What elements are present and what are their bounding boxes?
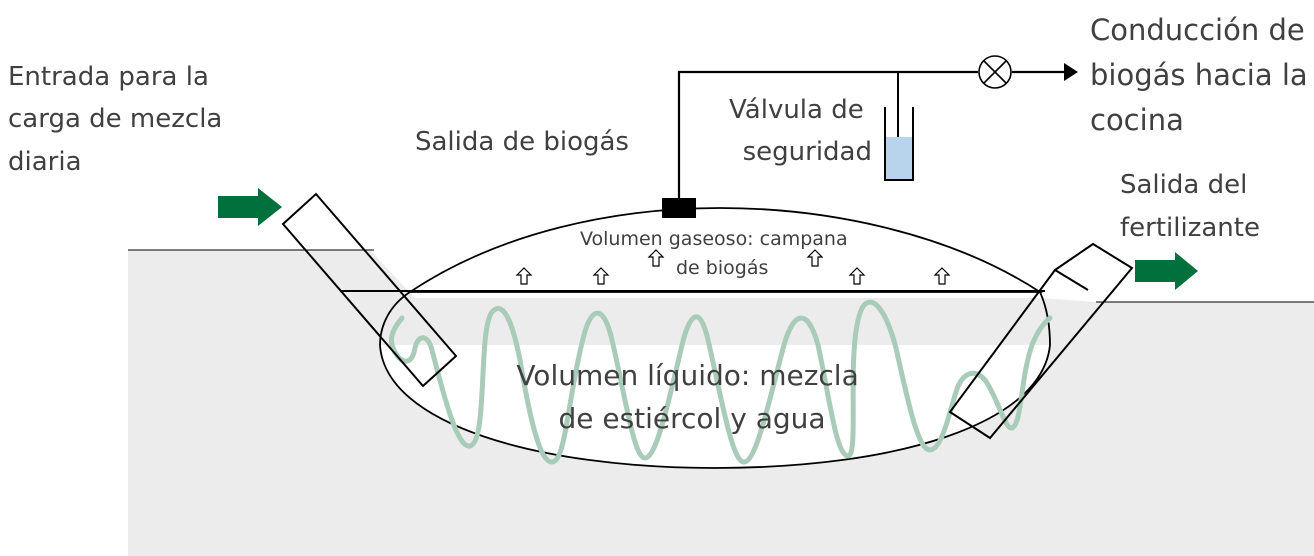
label-liquid-volume-line-2: de estiércol y agua xyxy=(558,402,825,435)
inlet-green-arrow-icon xyxy=(218,188,282,226)
outlet-pipe-inner xyxy=(1054,269,1089,291)
label-safety-valve-line-2: seguridad xyxy=(743,137,872,167)
label-safety-valve-line-1: Válvula de xyxy=(729,95,864,125)
label-gas-outlet: Salida de biogás xyxy=(415,127,629,157)
label-gas-volume: Volumen gaseoso: campana de biogás xyxy=(580,228,854,279)
up-outline-arrow-icon xyxy=(515,267,533,285)
label-conduction-line-2: biogás hacia la xyxy=(1090,58,1308,92)
up-outline-arrow-icon xyxy=(647,249,665,267)
gas-pipe xyxy=(677,70,978,198)
up-outline-arrow-icon xyxy=(933,267,951,285)
label-inlet-line-1: Entrada para la xyxy=(8,62,209,92)
bubble-arrows xyxy=(515,249,951,285)
gas-outlet-port xyxy=(662,198,696,218)
label-liquid-volume: Volumen líquido: mezcla de estiércol y a… xyxy=(516,359,867,435)
digester-bottom xyxy=(379,344,1051,469)
label-fertilizer-outlet: Salida del fertilizante xyxy=(1120,170,1260,243)
up-outline-arrow-icon xyxy=(806,249,824,267)
label-gas-volume-line-1: Volumen gaseoso: campana xyxy=(580,228,848,250)
label-inlet: Entrada para la carga de mezcla diaria xyxy=(8,62,231,177)
label-safety-valve: Válvula de seguridad xyxy=(729,95,872,167)
label-fertilizer-line-2: fertilizante xyxy=(1120,213,1260,243)
label-fertilizer-line-1: Salida del xyxy=(1120,170,1247,200)
label-gas-volume-line-2: de biogás xyxy=(676,257,768,279)
label-conduction-line-3: cocina xyxy=(1090,103,1184,137)
safety-valve-liquid xyxy=(885,137,913,180)
label-inlet-line-2: carga de mezcla xyxy=(8,104,222,134)
circle-x-valve-icon xyxy=(978,55,1012,89)
outlet-green-arrow-icon xyxy=(1135,252,1198,290)
label-liquid-volume-line-1: Volumen líquido: mezcla xyxy=(516,359,858,392)
label-conduction-line-1: Conducción de xyxy=(1090,13,1305,47)
inlet-pipe xyxy=(281,192,458,388)
label-inlet-line-3: diaria xyxy=(8,147,82,177)
up-outline-arrow-icon xyxy=(592,267,610,285)
gas-pipe-arrowhead xyxy=(1064,63,1078,81)
label-conduction: Conducción de biogás hacia la cocina xyxy=(1090,13,1314,137)
up-outline-arrow-icon xyxy=(848,267,866,285)
outlet-pipe xyxy=(948,242,1134,440)
slurry-wave xyxy=(389,299,1053,465)
gas-dome xyxy=(407,207,1044,293)
safety-valve-container xyxy=(884,107,914,181)
